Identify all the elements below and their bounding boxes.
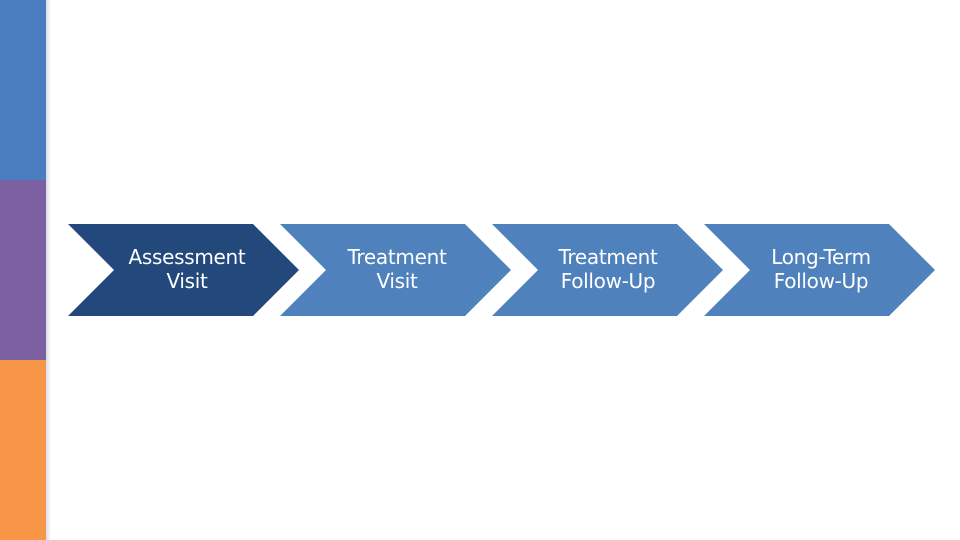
accent-bar-shadow: [46, 0, 51, 540]
step-label-line2: Follow-Up: [560, 269, 656, 293]
step-label-line1: Long-Term: [771, 245, 871, 269]
step-label-long-term-follow-up: Long-Term Follow-Up: [746, 245, 896, 293]
accent-bar-orange: [0, 360, 46, 540]
step-label-line2: Follow-Up: [773, 269, 869, 293]
step-chevron-treatment-visit: [280, 224, 511, 316]
accent-bar-purple: [0, 180, 46, 360]
step-label-line1: Treatment: [347, 245, 447, 269]
step-chevron-long-term-follow-up: [704, 224, 935, 316]
accent-bar-blue: [0, 0, 46, 180]
step-label-line2: Visit: [376, 269, 418, 293]
step-label-treatment-follow-up: Treatment Follow-Up: [533, 245, 683, 293]
step-label-assessment-visit: Assessment Visit: [112, 245, 262, 293]
step-label-treatment-visit: Treatment Visit: [322, 245, 472, 293]
step-label-line2: Visit: [166, 269, 208, 293]
step-chevron-treatment-follow-up: [492, 224, 723, 316]
step-chevron-assessment-visit: [68, 224, 299, 316]
step-label-line1: Assessment: [128, 245, 246, 269]
step-label-line1: Treatment: [558, 245, 658, 269]
